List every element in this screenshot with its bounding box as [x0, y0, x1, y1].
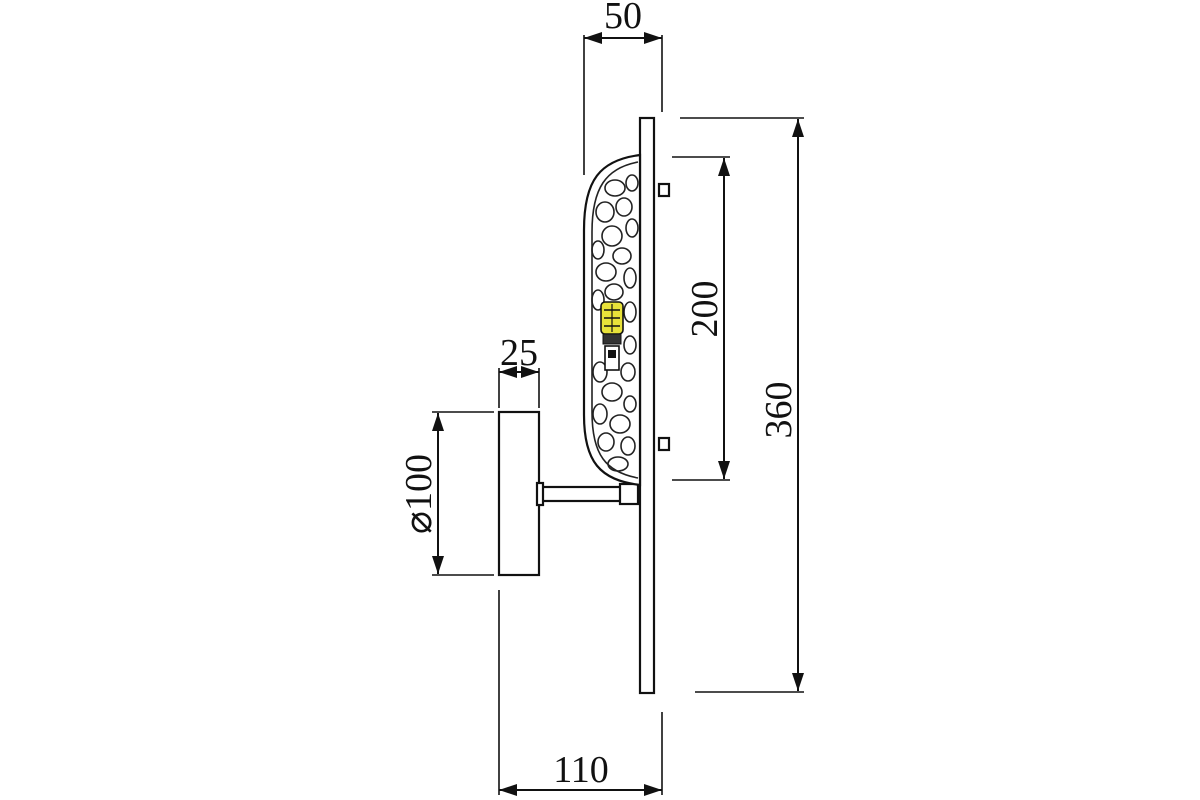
fastener-bottom — [657, 436, 671, 452]
fastener-top — [657, 182, 671, 198]
arm-joint-right — [618, 482, 640, 506]
wall-base-plate — [497, 410, 541, 577]
dimension-label-110: 110 — [553, 749, 609, 791]
dimension-shade-height: 200 — [672, 156, 730, 481]
dimension-label-360: 360 — [758, 382, 800, 439]
dimension-total-height: 360 — [680, 117, 804, 693]
dimension-label-diameter-100: ⌀100 — [398, 454, 440, 534]
dimension-total-depth: 110 — [498, 590, 663, 796]
lamp-body — [497, 116, 671, 695]
g9-bulb — [600, 301, 624, 371]
dimension-base-diameter: ⌀100 — [398, 411, 494, 576]
connecting-arm — [537, 485, 623, 503]
dimension-shade-depth: 50 — [583, 0, 663, 175]
shade-stone-pattern — [591, 174, 639, 472]
dimension-label-200: 200 — [684, 281, 726, 338]
dimension-base-depth: 25 — [498, 332, 540, 408]
shade-inner-line — [591, 161, 639, 479]
arm-joint-left — [535, 481, 545, 507]
dimension-label-50: 50 — [604, 0, 642, 37]
vertical-back-plate — [638, 116, 656, 695]
dimension-label-25: 25 — [500, 332, 538, 374]
